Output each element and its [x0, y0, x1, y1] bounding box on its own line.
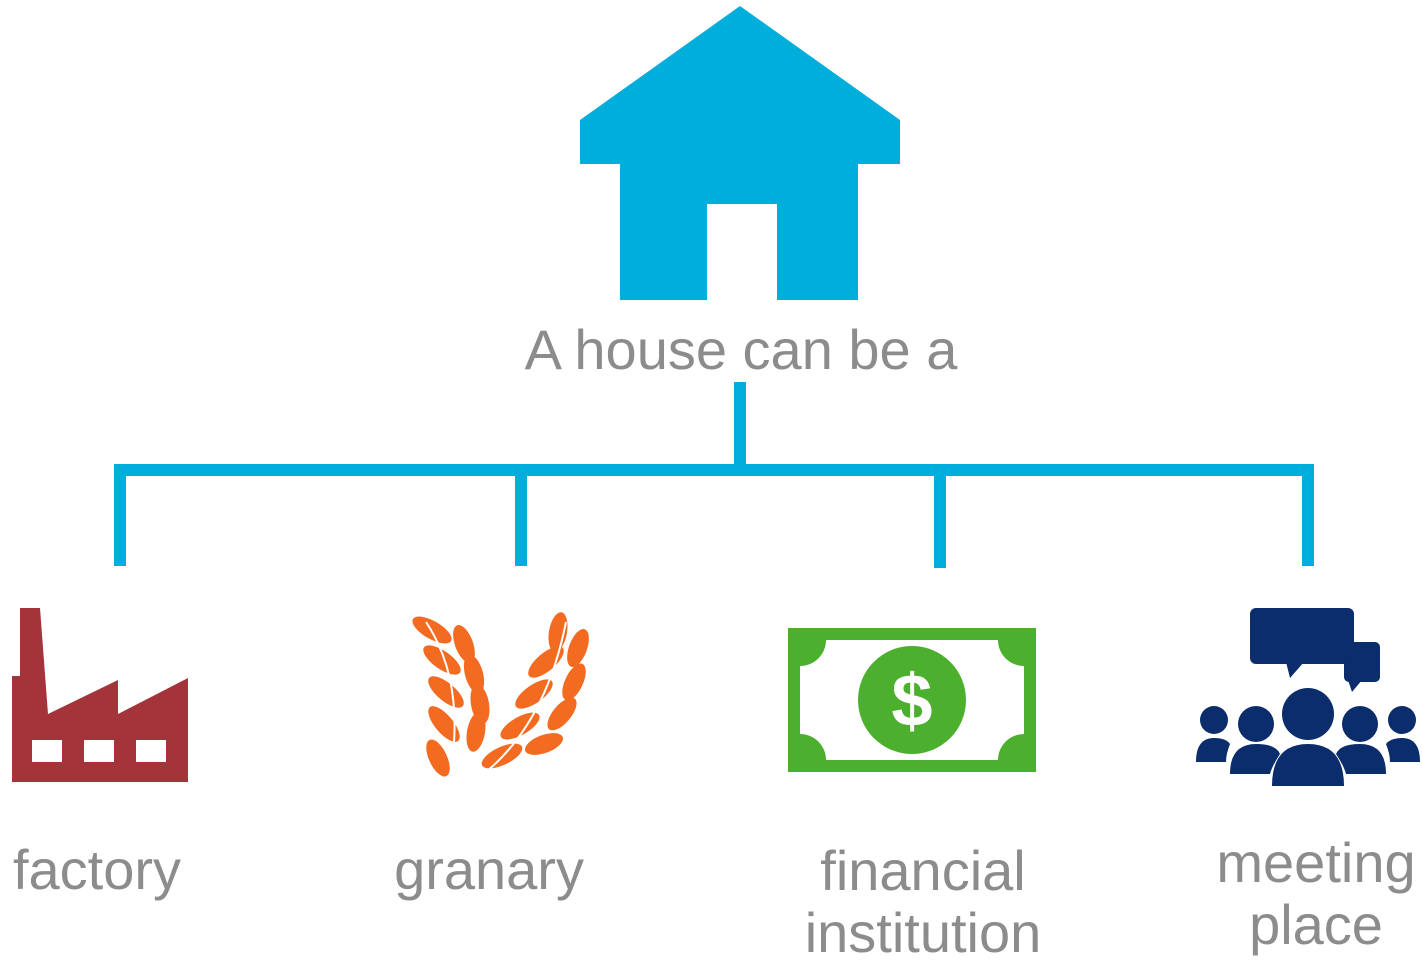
house-icon — [580, 6, 902, 302]
wheat-icon — [406, 612, 590, 780]
root-label: A house can be a — [524, 318, 958, 381]
label-line: financial — [820, 839, 1026, 902]
label-line: institution — [804, 901, 1042, 964]
label-line: factory — [12, 838, 182, 901]
label-meeting-place: meeting place — [1210, 832, 1422, 956]
money-icon: $ — [788, 628, 1036, 772]
label-line: place — [1249, 893, 1383, 956]
label-line: meeting — [1216, 831, 1416, 894]
label-granary: granary — [388, 842, 590, 898]
svg-text:$: $ — [891, 659, 932, 742]
label-factory: factory — [0, 842, 194, 898]
meeting-icon — [1194, 606, 1422, 786]
label-financial-institution: financial institution — [792, 840, 1054, 964]
label-line: granary — [394, 838, 584, 901]
factory-icon — [12, 606, 188, 784]
